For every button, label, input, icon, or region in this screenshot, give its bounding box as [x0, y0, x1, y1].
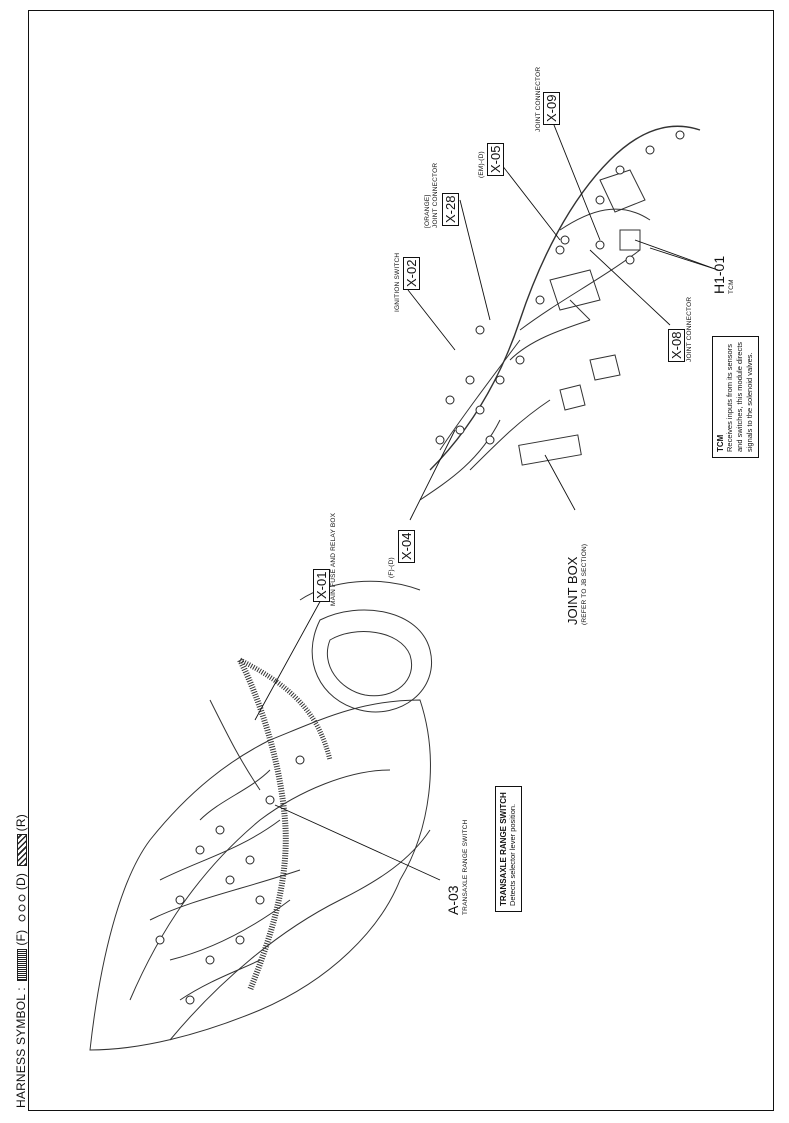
- note-trs-desc: Detects selector lever position.: [508, 803, 517, 906]
- harness-f-label: (F): [14, 929, 28, 946]
- label-x28: JOINT CONNECTOR: [432, 162, 439, 228]
- harness-symbol-legend: HARNESS SYMBOL : (F) (D) (R): [14, 814, 28, 1108]
- label-h101: TCM: [728, 279, 735, 294]
- code-x09: X-09: [543, 91, 560, 125]
- note-tcm-title: TCM: [716, 434, 725, 452]
- code-x08: X-08: [668, 328, 685, 362]
- pre-x05: (EM)-(D): [478, 151, 485, 178]
- code-x02: X-02: [403, 256, 420, 290]
- harness-symbol-label: HARNESS SYMBOL :: [14, 987, 28, 1108]
- label-a03: TRANSAXLE RANGE SWITCH: [462, 819, 469, 915]
- label-x02: IGNITION SWITCH: [394, 252, 401, 312]
- code-x28: X-28: [442, 192, 459, 226]
- pre-x28: [ORANGE]: [424, 194, 431, 228]
- harness-d-label: (D): [14, 872, 28, 891]
- note-tcm-line1: Receives inputs from its sensors: [725, 344, 734, 452]
- harness-f-symbol-icon: [16, 948, 27, 981]
- label-x01: MAIN FUSE AND RELAY BOX: [330, 512, 337, 606]
- note-tcm-line2: and switches, this module directs: [735, 341, 744, 452]
- callout-x08: X-08: [668, 328, 686, 362]
- note-tcm: TCM Receives inputs from its sensors and…: [712, 335, 759, 458]
- label-joint-box: JOINT BOX: [565, 556, 580, 625]
- callout-x09: X-09: [543, 91, 561, 125]
- label-joint-box-sub: (REFER TO JB SECTION): [581, 543, 588, 625]
- code-x04: X-04: [398, 529, 415, 563]
- callout-x04: X-04: [398, 529, 416, 563]
- pre-x04: (F)-(D): [388, 557, 395, 578]
- note-trs-title: TRANSAXLE RANGE SWITCH: [499, 792, 508, 906]
- label-x09: JOINT CONNECTOR: [535, 66, 542, 132]
- code-x01: X-01: [313, 568, 330, 602]
- note-transaxle-range-switch: TRANSAXLE RANGE SWITCH Detects selector …: [495, 786, 522, 912]
- harness-r-symbol-icon: [16, 834, 27, 867]
- harness-d-symbol-icon: [18, 894, 26, 922]
- callout-x02: X-02: [403, 256, 421, 290]
- note-tcm-line3: signals to the solenoid valves.: [745, 352, 754, 452]
- callout-x28: X-28: [442, 192, 460, 226]
- callout-x01: X-01: [313, 568, 331, 602]
- label-x08: JOINT CONNECTOR: [686, 296, 693, 362]
- page-frame: [28, 10, 774, 1111]
- code-h101: H1-01: [711, 255, 727, 294]
- code-x05: X-05: [487, 142, 504, 176]
- harness-r-label: (R): [14, 814, 28, 832]
- code-a03: A-03: [445, 885, 461, 915]
- callout-x05: X-05: [487, 142, 505, 176]
